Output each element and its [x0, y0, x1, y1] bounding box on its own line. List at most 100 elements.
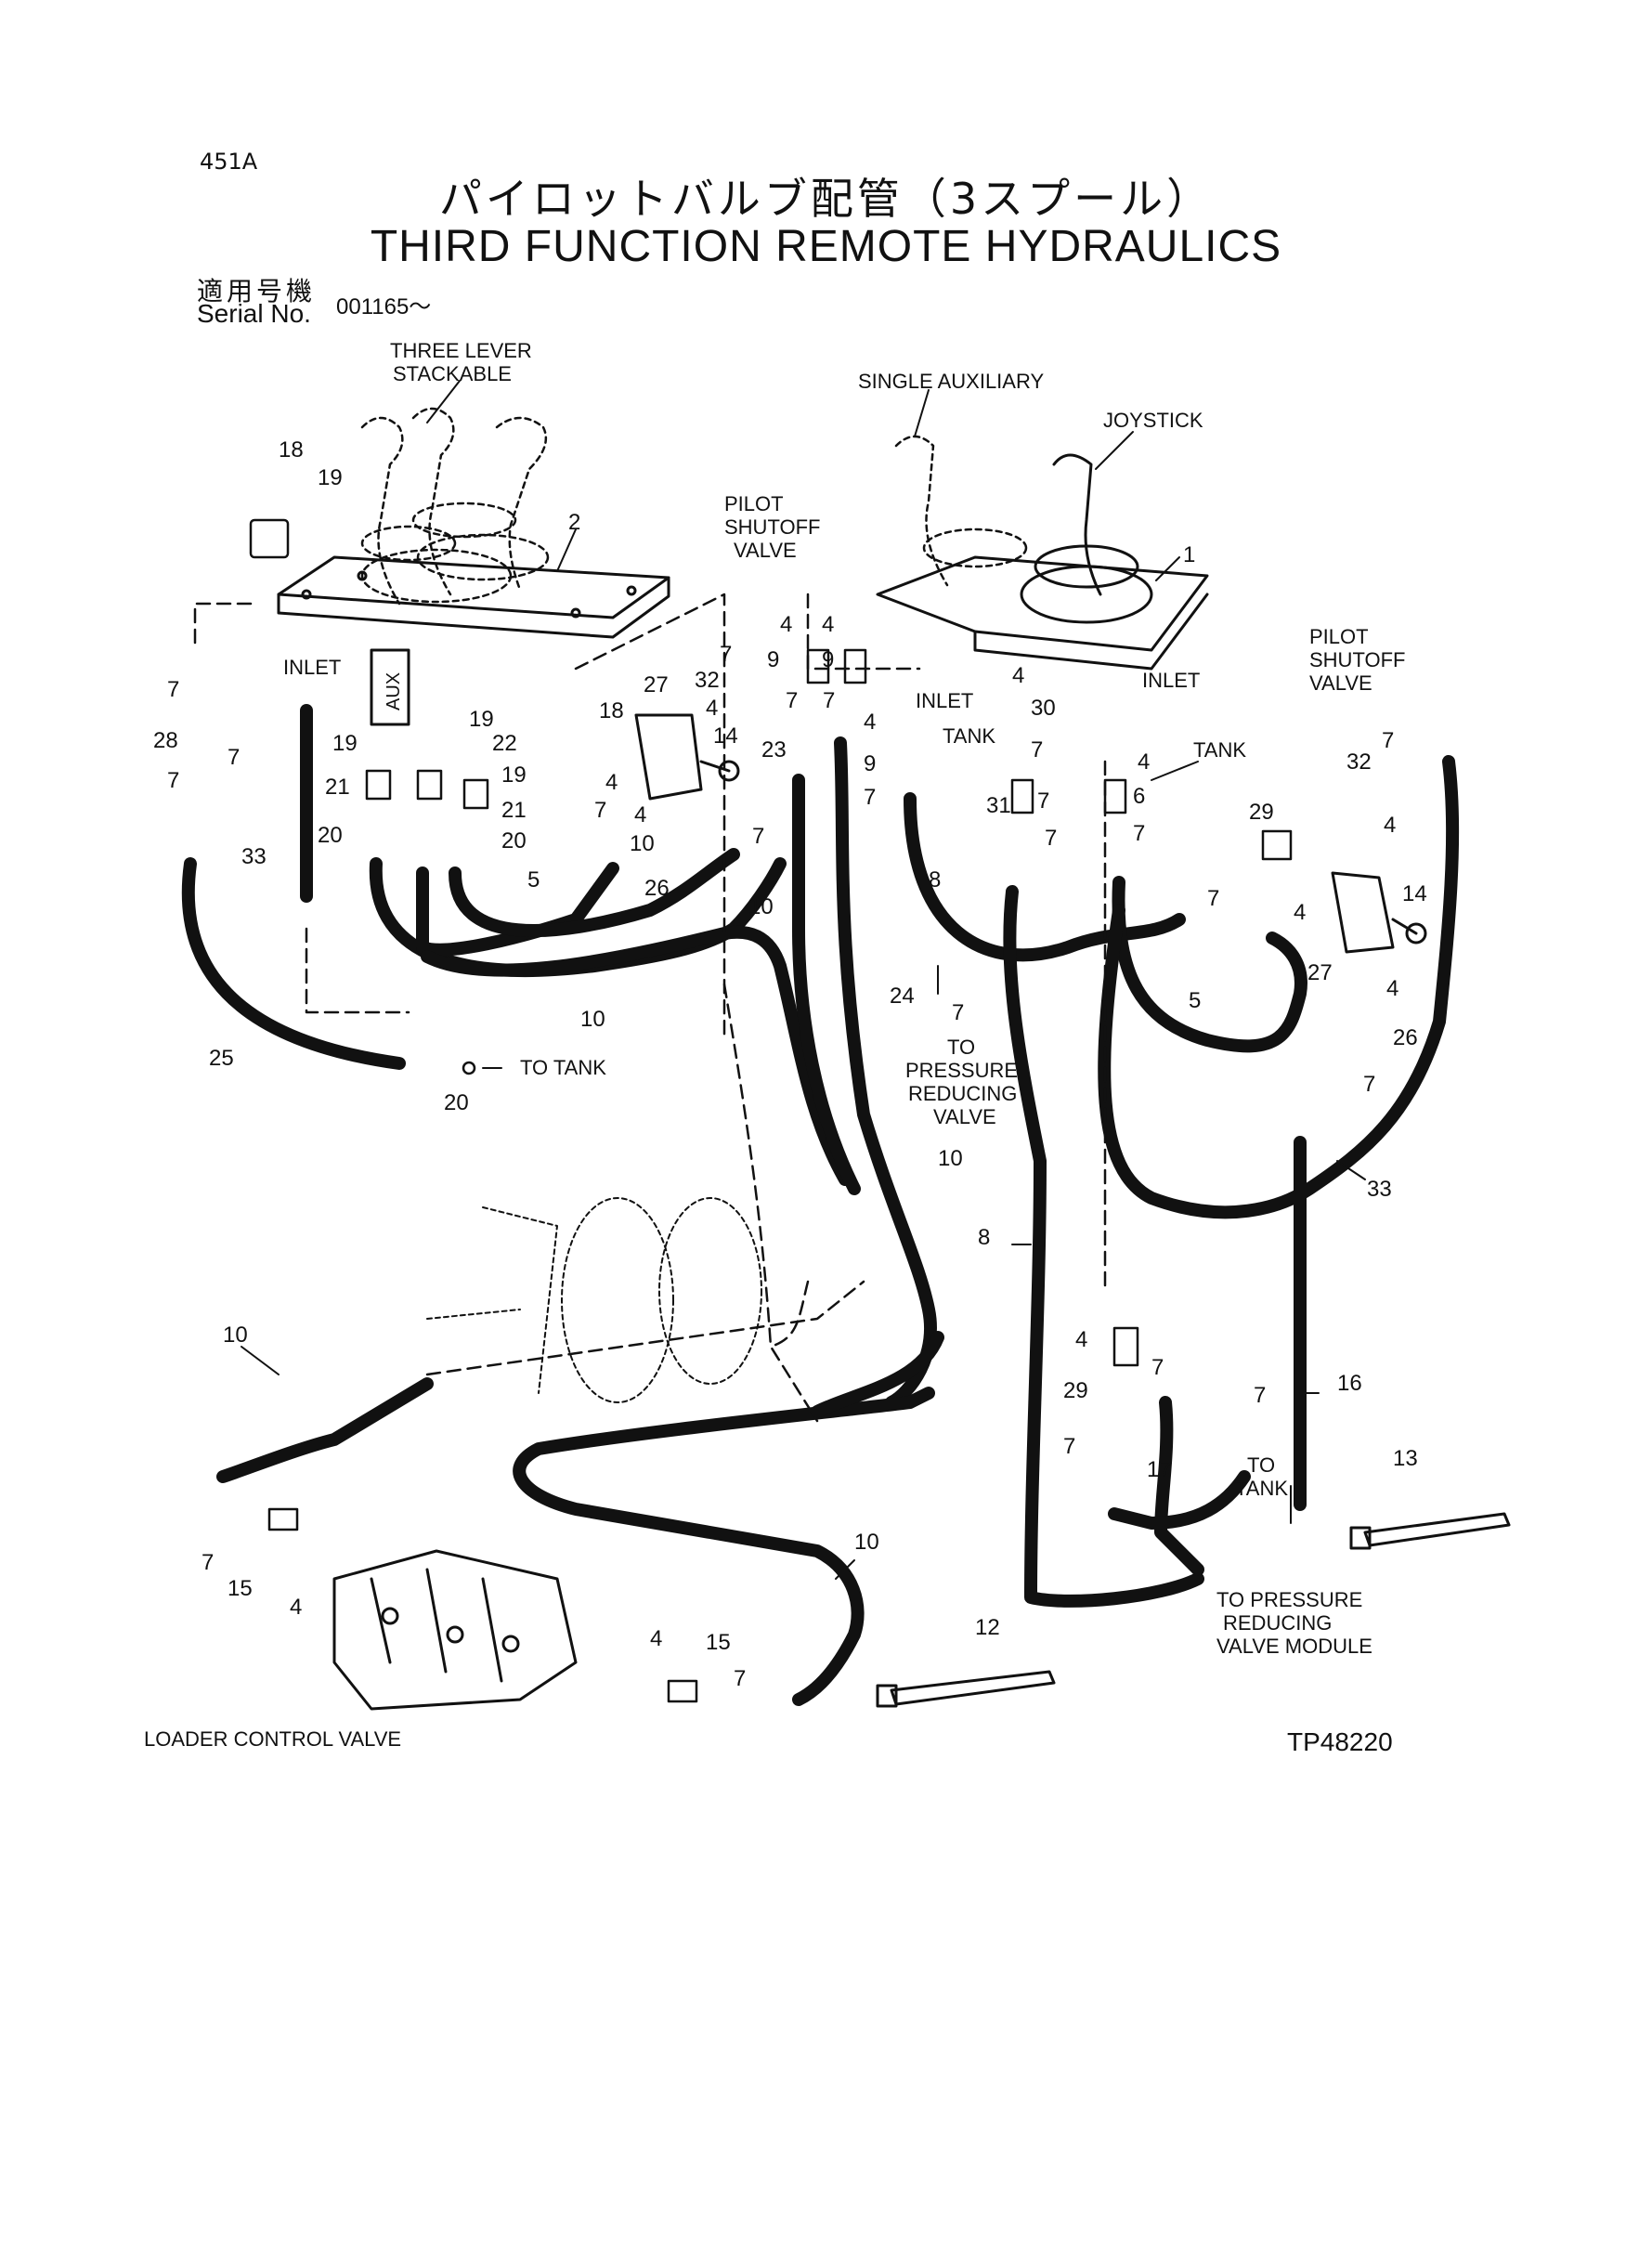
- part-10-b: 10: [748, 894, 774, 919]
- part-26-b: 26: [1393, 1025, 1418, 1050]
- label-inlet-mid: INLET: [916, 689, 973, 712]
- part-30: 30: [1031, 696, 1056, 721]
- page-title: THIRD FUNCTION REMOTE HYDRAULICS: [370, 222, 1282, 271]
- label-to-2: TO: [1247, 1453, 1275, 1477]
- part-19-b: 19: [332, 731, 358, 756]
- part-20-a: 20: [318, 823, 343, 848]
- part-15-a: 15: [228, 1576, 253, 1601]
- part-7-f: 7: [752, 824, 764, 849]
- label-reducing-1: REDUCING: [908, 1082, 1017, 1105]
- part-4-m: 4: [290, 1595, 302, 1620]
- part-7-r: 7: [1151, 1355, 1164, 1380]
- label-pilot-right: PILOT: [1309, 625, 1369, 648]
- label-single-auxiliary: SINGLE AUXILIARY: [858, 370, 1044, 393]
- part-4-e: 4: [822, 612, 834, 637]
- label-shutoff-right: SHUTOFF: [1309, 648, 1405, 671]
- label-loader-control-valve: LOADER CONTROL VALVE: [144, 1727, 401, 1751]
- part-7-k: 7: [1037, 788, 1049, 814]
- part-6: 6: [1133, 784, 1145, 809]
- part-1: 1: [1183, 542, 1195, 567]
- part-8-b: 8: [978, 1225, 990, 1250]
- part-22: 22: [492, 731, 517, 756]
- part-12: 12: [975, 1615, 1000, 1640]
- label-shutoff-left: SHUTOFF: [724, 515, 820, 539]
- part-7-g: 7: [786, 688, 798, 713]
- part-7-c: 7: [167, 768, 179, 793]
- part-4-b: 4: [706, 696, 718, 721]
- part-4-a: 4: [605, 770, 618, 795]
- part-7-l: 7: [1045, 826, 1057, 851]
- single-auxiliary-handle: [894, 435, 1028, 587]
- part-16: 16: [1337, 1371, 1362, 1396]
- serial-value: 001165～: [336, 294, 432, 319]
- joystick-control-plate: [876, 453, 1209, 671]
- part-17: 17: [1147, 1457, 1172, 1482]
- part-number-labels: 18 19 2 1 7 28 7 7 19 21 20 33 19 22 19 …: [153, 437, 1427, 1691]
- part-10-c: 10: [580, 1007, 605, 1032]
- part-32-a: 32: [695, 668, 720, 693]
- part-7-h: 7: [823, 688, 835, 713]
- page-title-japanese: パイロットバルブ配管（3スプール）: [438, 174, 1214, 224]
- part-29-a: 29: [1249, 800, 1274, 825]
- label-aux: AUX: [384, 672, 404, 710]
- part-14-b: 14: [1402, 881, 1427, 906]
- part-2: 2: [568, 510, 580, 535]
- part-13: 13: [1393, 1446, 1418, 1471]
- fittings: [249, 518, 1293, 1703]
- part-5-b: 5: [1189, 988, 1201, 1013]
- part-20-b: 20: [501, 828, 527, 853]
- part-10-d: 10: [938, 1146, 963, 1171]
- three-lever-control-plate: [277, 555, 670, 726]
- part-4-k: 4: [1386, 976, 1398, 1001]
- part-14-a: 14: [713, 723, 738, 749]
- part-32-b: 32: [1346, 749, 1372, 775]
- part-18-b: 18: [599, 698, 624, 723]
- part-7-v: 7: [734, 1666, 746, 1691]
- label-stackable: STACKABLE: [393, 362, 512, 385]
- part-10-f: 10: [854, 1530, 879, 1555]
- part-7-a: 7: [167, 677, 179, 702]
- part-9-a: 9: [767, 647, 779, 672]
- part-26-a: 26: [644, 876, 670, 901]
- figure-id: TP48220: [1287, 1727, 1393, 1756]
- part-7-e: 7: [720, 642, 732, 667]
- label-tank-mid: TANK: [943, 724, 995, 748]
- part-4-d: 4: [780, 612, 792, 637]
- three-lever-handles: [360, 407, 550, 606]
- part-7-m: 7: [1133, 821, 1145, 846]
- part-4-f: 4: [864, 710, 876, 735]
- page-code: 451A: [200, 149, 258, 175]
- part-4-n: 4: [650, 1626, 662, 1651]
- part-7-s: 7: [1063, 1434, 1075, 1459]
- part-27-b: 27: [1307, 960, 1333, 985]
- leader-lines: [241, 380, 1366, 1580]
- part-8-a: 8: [929, 867, 941, 892]
- routing-dashed-lines: [193, 593, 1107, 1423]
- part-33-b: 33: [1367, 1177, 1392, 1202]
- part-18: 18: [279, 437, 304, 463]
- label-to-tank: TO TANK: [520, 1056, 606, 1079]
- part-4-j: 4: [1384, 813, 1396, 838]
- part-28: 28: [153, 728, 178, 753]
- part-9-b: 9: [822, 647, 834, 672]
- part-7-u: 7: [202, 1550, 214, 1575]
- label-joystick: JOYSTICK: [1103, 409, 1203, 432]
- part-29-b: 29: [1063, 1378, 1088, 1403]
- part-9-c: 9: [864, 751, 876, 776]
- part-7-q: 7: [952, 1000, 964, 1025]
- part-7-n: 7: [1207, 886, 1219, 911]
- part-24: 24: [890, 984, 915, 1009]
- part-19: 19: [318, 465, 343, 490]
- part-7-p: 7: [1363, 1072, 1375, 1097]
- part-10-e: 10: [223, 1322, 248, 1348]
- part-27-a: 27: [644, 672, 669, 697]
- part-20-c: 20: [444, 1090, 469, 1115]
- label-tank-right: TANK: [1193, 738, 1246, 762]
- part-31: 31: [986, 793, 1011, 818]
- part-5-a: 5: [527, 867, 540, 892]
- part-4-g: 4: [1012, 663, 1024, 688]
- part-19-d: 19: [501, 762, 527, 788]
- part-7-o: 7: [1382, 728, 1394, 753]
- label-inlet-right: INLET: [1142, 669, 1200, 692]
- part-21-b: 21: [501, 798, 527, 823]
